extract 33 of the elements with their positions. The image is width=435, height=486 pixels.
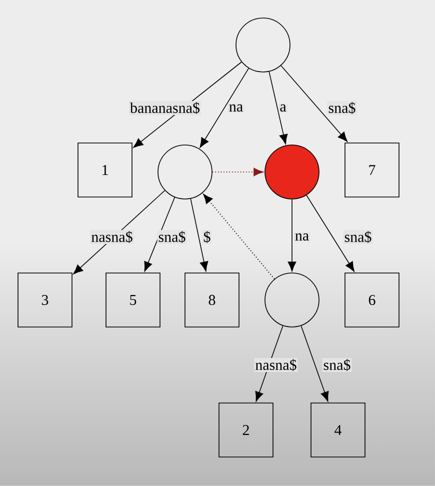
- arrow: [73, 190, 166, 274]
- edge-label: sna$: [157, 230, 187, 244]
- edge-label: sna$: [343, 230, 373, 244]
- edge-label: nasna$: [254, 358, 298, 372]
- edge-label: nasna$: [90, 230, 134, 244]
- arrow: [190, 198, 208, 272]
- edge-label: sna$: [327, 101, 357, 115]
- leaf-box: 7: [344, 142, 400, 198]
- arrow: [306, 194, 354, 272]
- leaf-box: 5: [106, 272, 160, 328]
- leaf-box: 8: [184, 272, 240, 328]
- empty-circle-node: [264, 272, 320, 328]
- dotted-arrow: [212, 168, 264, 176]
- leaf-box: 2: [218, 402, 274, 458]
- leaf-box: 3: [18, 272, 72, 328]
- arrow: [255, 325, 284, 402]
- empty-circle-node: [158, 144, 212, 200]
- arrow: [200, 68, 250, 148]
- arrow: [300, 325, 329, 402]
- arrow: [268, 71, 288, 144]
- arrow: [288, 199, 296, 272]
- edge-label: $: [202, 230, 212, 244]
- edge-label: bananasna$: [129, 101, 201, 115]
- arrow: [133, 62, 242, 148]
- leaf-box: 4: [310, 402, 366, 458]
- leaf-box: 1: [78, 142, 132, 198]
- arrow: [280, 65, 348, 142]
- empty-circle-node: [236, 18, 290, 72]
- edge-label: sna$: [322, 358, 352, 372]
- leaf-box: 6: [344, 272, 400, 328]
- dotted-arrow: [203, 194, 275, 280]
- filled-circle-node: [264, 144, 320, 200]
- arrow: [144, 196, 176, 272]
